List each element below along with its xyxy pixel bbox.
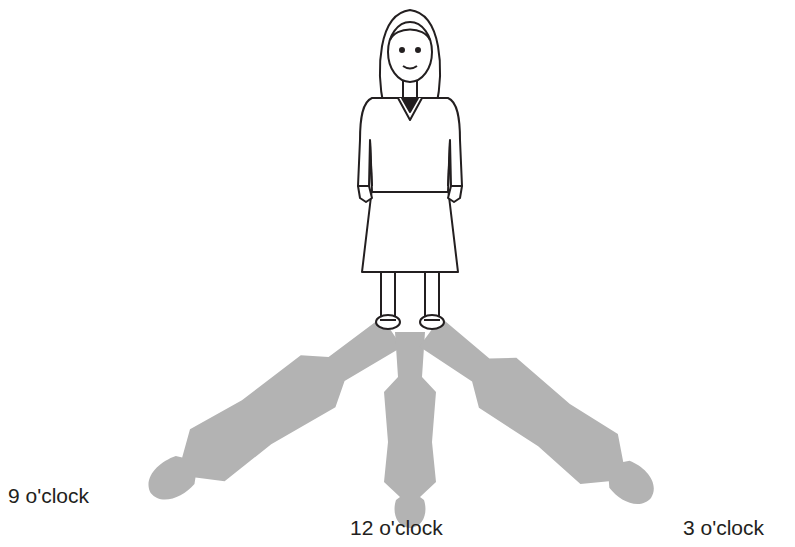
girl-figure <box>358 10 462 329</box>
sweater <box>358 98 462 192</box>
hand <box>448 186 462 202</box>
arm-line <box>448 140 450 186</box>
mouth <box>403 66 417 69</box>
time-label: 9 o'clock <box>8 484 89 508</box>
time-label: 3 o'clock <box>683 516 764 540</box>
arm-line <box>370 140 372 186</box>
eye <box>400 48 404 52</box>
shoe <box>420 315 444 329</box>
fringe <box>390 30 430 41</box>
shadow-twelve <box>384 332 436 528</box>
face <box>388 22 432 82</box>
hand <box>358 186 372 202</box>
shadow-three <box>411 307 669 523</box>
shoe-strap <box>380 319 440 321</box>
eye <box>416 48 420 52</box>
hair <box>380 10 440 108</box>
leg <box>381 272 395 316</box>
skirt <box>362 188 458 272</box>
v-neck <box>398 98 422 120</box>
shoe <box>376 315 400 329</box>
time-label: 12 o'clock <box>350 516 443 540</box>
shadow-nine <box>133 306 409 519</box>
leg <box>425 272 439 316</box>
collar <box>402 98 418 112</box>
